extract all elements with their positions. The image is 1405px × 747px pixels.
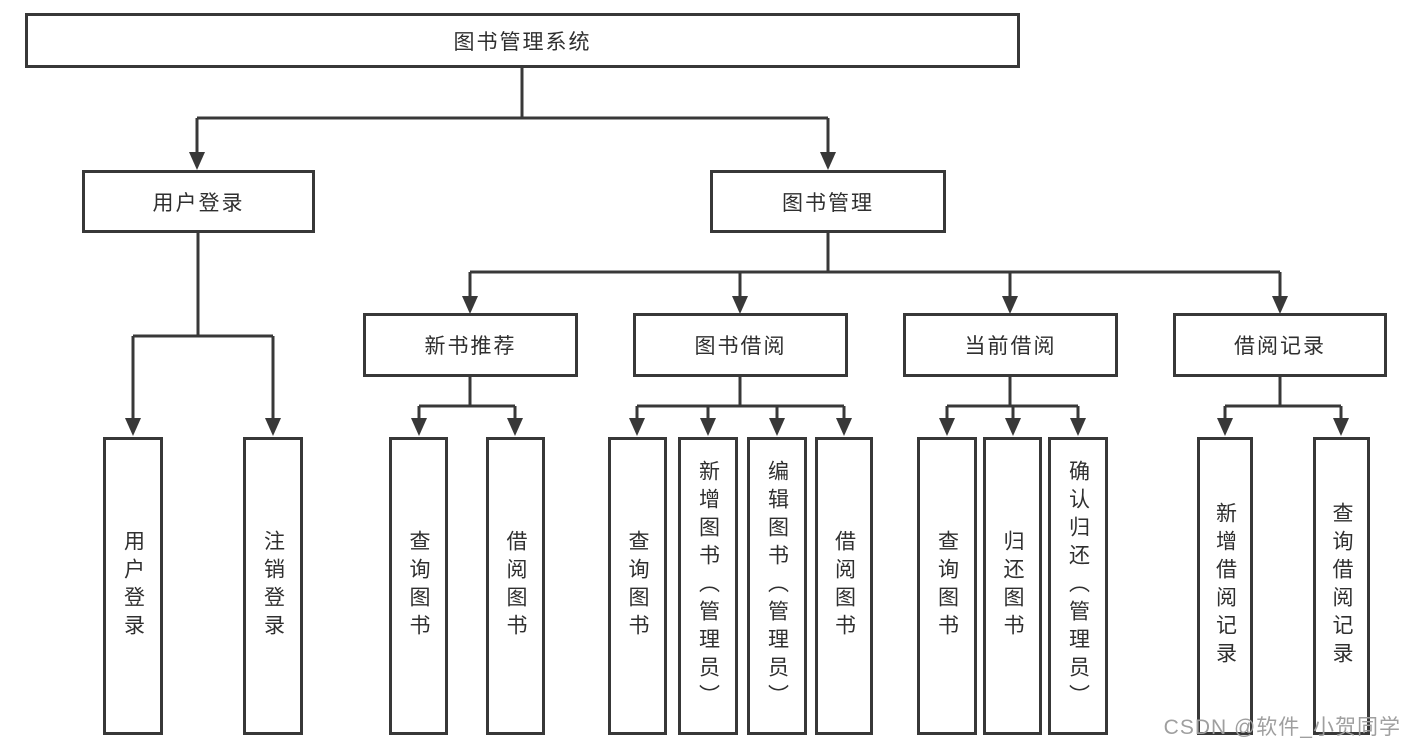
node-query-borrow-record: 查询借阅记录 bbox=[1313, 437, 1370, 735]
node-user-login-leaf: 用户登录 bbox=[103, 437, 163, 735]
node-confirm-return-admin: 确认归还（管理员） bbox=[1048, 437, 1108, 735]
node-current-borrowing: 当前借阅 bbox=[903, 313, 1118, 377]
node-borrow-books-recommend: 借阅图书 bbox=[486, 437, 545, 735]
node-return-book: 归还图书 bbox=[983, 437, 1042, 735]
node-edit-book-admin: 编辑图书（管理员） bbox=[747, 437, 807, 735]
node-book-management: 图书管理 bbox=[710, 170, 946, 233]
node-query-books-borrowing: 查询图书 bbox=[608, 437, 667, 735]
node-borrow-books: 借阅图书 bbox=[815, 437, 873, 735]
csdn-watermark: CSDN @软件_小贺同学 bbox=[1163, 716, 1401, 739]
node-add-book-admin: 新增图书（管理员） bbox=[678, 437, 738, 735]
node-query-books-recommend: 查询图书 bbox=[389, 437, 448, 735]
node-borrowing-records: 借阅记录 bbox=[1173, 313, 1387, 377]
node-add-borrow-record: 新增借阅记录 bbox=[1197, 437, 1253, 735]
connector-group bbox=[125, 68, 1349, 436]
node-library-management-system: 图书管理系统 bbox=[25, 13, 1020, 68]
node-query-books-current: 查询图书 bbox=[917, 437, 977, 735]
node-book-borrowing: 图书借阅 bbox=[633, 313, 848, 377]
node-user-login: 用户登录 bbox=[82, 170, 315, 233]
node-new-book-recommend: 新书推荐 bbox=[363, 313, 578, 377]
node-logout-login: 注销登录 bbox=[243, 437, 303, 735]
